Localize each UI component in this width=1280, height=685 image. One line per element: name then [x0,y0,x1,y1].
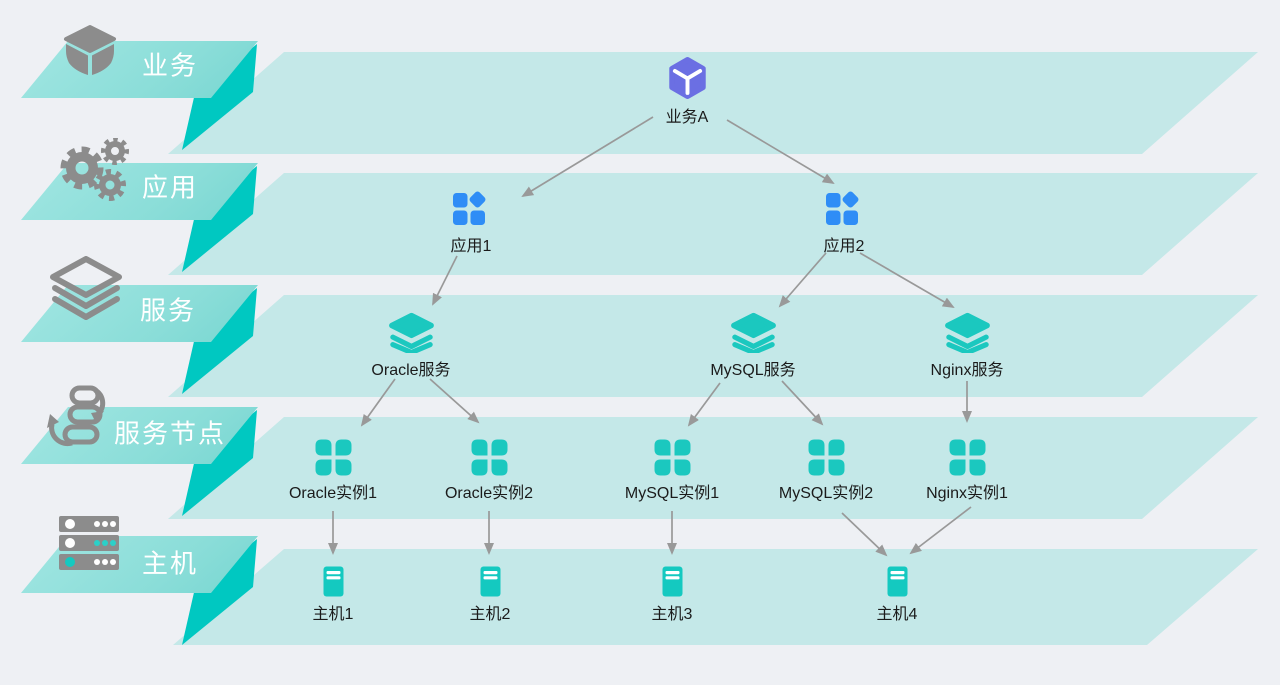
node-mysql-instance-1[interactable]: MySQL实例1 [602,439,742,503]
node-label: Oracle服务 [371,362,451,379]
service-stack-icon [944,311,991,358]
node-business-a[interactable]: 业务A [617,56,757,127]
host-server-icon [887,566,908,602]
layer-label-business: 业务 [141,50,199,81]
instance-clover-icon [808,439,845,481]
layer-band-service [168,295,1258,397]
arrow-business-a-to-app-2 [726,119,835,185]
node-host-2[interactable]: 主机2 [420,566,560,624]
node-nginx-instance-1[interactable]: Nginx实例1 [897,439,1037,503]
node-label: 业务A [665,109,709,126]
node-oracle-service[interactable]: Oracle服务 [341,311,481,380]
node-label: Nginx实例1 [926,485,1008,502]
node-label: MySQL实例1 [624,485,720,502]
node-label: 主机1 [312,606,354,623]
instance-clover-icon [654,439,691,481]
purple-cube-icon [666,56,709,105]
arrow-mysql-service-to-instance-1 [687,382,721,427]
server-rack-icon [59,516,121,577]
host-server-icon [323,566,344,602]
node-host-1[interactable]: 主机1 [263,566,403,624]
host-server-icon [480,566,501,602]
workflow-icon [46,382,120,453]
arrow-mysql-instance-2-to-host-4 [841,512,888,557]
node-app-2[interactable]: 应用2 [774,191,914,256]
node-label: MySQL实例2 [778,485,874,502]
layers-icon [48,256,124,331]
arrow-oracle-service-to-instance-2 [429,378,480,424]
node-nginx-service[interactable]: Nginx服务 [897,311,1037,380]
host-server-icon [662,566,683,602]
node-oracle-instance-2[interactable]: Oracle实例2 [419,439,559,503]
gears-icon [55,137,137,207]
app-grid-icon [452,191,490,234]
instance-clover-icon [315,439,352,481]
node-label: Oracle实例1 [288,485,378,502]
arrow-mysql-service-to-instance-2 [781,380,824,426]
node-label: 主机4 [876,606,918,623]
node-host-3[interactable]: 主机3 [602,566,742,624]
node-mysql-instance-2[interactable]: MySQL实例2 [756,439,896,503]
layer-label-host: 主机 [141,548,199,579]
arrow-app-2-to-nginx-service [859,252,955,309]
node-host-4[interactable]: 主机4 [827,566,967,624]
layer-fold-application [182,166,257,272]
layer-label-application: 应用 [141,172,199,203]
layer-fold-service [182,288,257,394]
arrow-app-1-to-oracle-service [432,255,458,306]
layer-fold-business [182,44,257,150]
layer-fold-service-node [182,410,257,516]
node-label: Oracle实例2 [444,485,534,502]
node-label: Nginx服务 [930,362,1004,379]
arrow-app-2-to-mysql-service [778,252,827,308]
service-stack-icon [388,311,435,358]
layer-label-service-node: 服务节点 [113,418,227,449]
instance-clover-icon [949,439,986,481]
arrow-oracle-service-to-instance-1 [360,378,396,427]
layer-band-application [168,173,1258,275]
layer-band-service-node [168,417,1258,519]
arrow-nginx-instance-1-to-host-4 [909,506,972,555]
node-label: 应用1 [450,238,492,255]
node-label: MySQL服务 [710,362,796,379]
node-app-1[interactable]: 应用1 [401,191,541,256]
app-grid-icon [825,191,863,234]
cube-icon [62,24,118,83]
node-label: 应用2 [823,238,865,255]
node-label: 主机2 [469,606,511,623]
arrow-business-a-to-app-1 [521,116,654,198]
layer-band-business [168,52,1258,154]
instance-clover-icon [471,439,508,481]
node-oracle-instance-1[interactable]: Oracle实例1 [263,439,403,503]
service-stack-icon [730,311,777,358]
layer-label-service: 服务 [139,295,197,326]
layer-band-host [173,549,1258,645]
layer-fold-host [182,539,257,645]
node-mysql-service[interactable]: MySQL服务 [683,311,823,380]
node-label: 主机3 [651,606,693,623]
